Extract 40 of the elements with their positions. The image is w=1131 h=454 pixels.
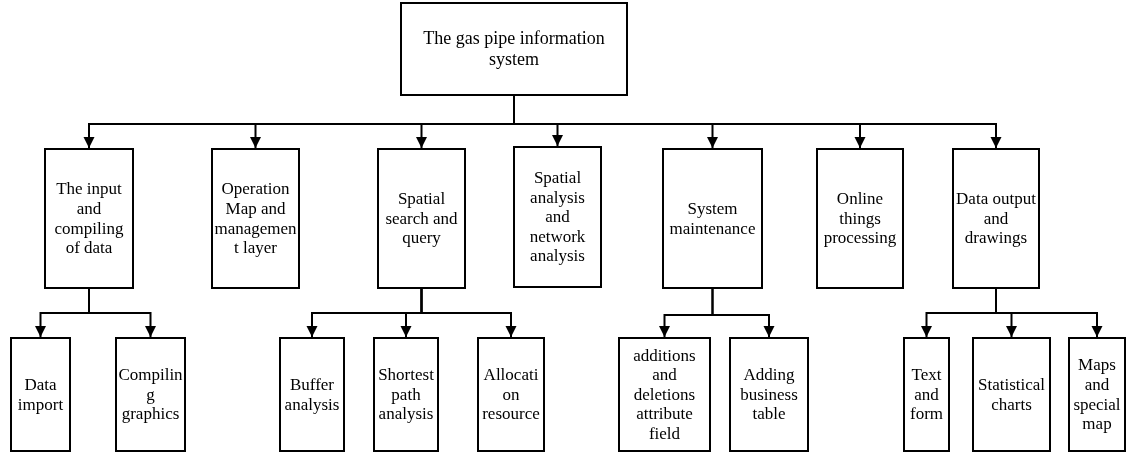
- process-box: [400, 2, 628, 96]
- arrow: [88, 288, 156, 338]
- box-label: Shortest path analysis: [377, 365, 435, 424]
- box-label: Text and form: [908, 365, 944, 424]
- process-box: [44, 148, 134, 289]
- process-box: [662, 148, 763, 289]
- box-label: Online things processing: [822, 189, 898, 248]
- box-label: additions and deletions attribute field: [632, 345, 697, 444]
- arrow: [995, 288, 1103, 338]
- box-label: Spatial analysis and network analysis: [528, 168, 587, 266]
- process-box: [952, 148, 1040, 289]
- box-label: Compiling graphics: [118, 365, 183, 424]
- process-box: [10, 337, 71, 452]
- process-box: [211, 148, 300, 289]
- box-label: The input and compiling of data: [53, 179, 125, 258]
- process-box: [816, 148, 904, 289]
- arrow: [711, 288, 775, 338]
- box-label: Spatial search and query: [384, 189, 459, 248]
- process-box: [377, 148, 466, 289]
- box-label: The gas pipe information system: [422, 28, 606, 70]
- process-box: [903, 337, 950, 452]
- box-label: Adding business table: [739, 365, 799, 424]
- process-box: [115, 337, 186, 452]
- process-box: [972, 337, 1051, 452]
- process-box: [477, 337, 545, 452]
- box-label: Operation Map and management layer: [214, 179, 297, 258]
- process-box: [513, 146, 602, 288]
- box-label: Buffer analysis: [283, 374, 341, 415]
- box-label: Maps and special map: [1072, 355, 1122, 434]
- process-box: [373, 337, 439, 452]
- box-label: Data output and drawings: [955, 189, 1037, 248]
- process-box: [1068, 337, 1126, 452]
- process-box: [279, 337, 345, 452]
- box-label: Allocation resource: [481, 365, 541, 424]
- box-label: Data import: [16, 374, 65, 415]
- box-label: Statistical charts: [976, 374, 1046, 415]
- process-box: [618, 337, 711, 452]
- arrow: [420, 288, 517, 338]
- process-box: [729, 337, 809, 452]
- box-label: System maintenance: [668, 198, 757, 239]
